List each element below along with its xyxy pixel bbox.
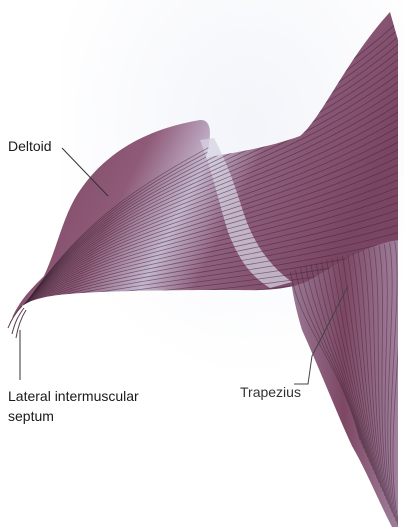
- lateral-label-line-1: Lateral intermuscular: [8, 386, 139, 406]
- lateral-label-line-2: septum: [8, 406, 139, 426]
- lateral-intermuscular-septum-label: Lateral intermuscular septum: [8, 386, 139, 426]
- deltoid-label: Deltoid: [8, 136, 52, 156]
- trapezius-label: Trapezius: [240, 382, 301, 402]
